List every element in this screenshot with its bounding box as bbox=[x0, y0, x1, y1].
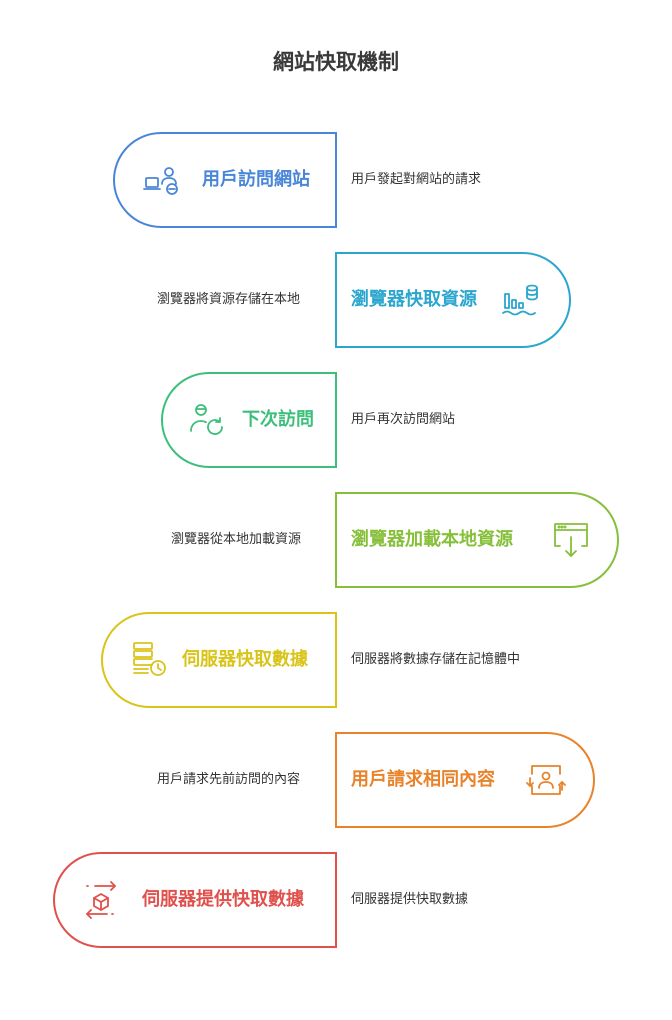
diagram-title: 網站快取機制 bbox=[273, 50, 399, 74]
step-1-box bbox=[113, 132, 337, 228]
step-2-label: 瀏覽器快取資源 bbox=[351, 289, 477, 310]
step-2-description: 瀏覽器將資源存儲在本地 bbox=[157, 292, 301, 307]
step-5-description: 伺服器將數據存儲在記憶體中 bbox=[351, 652, 521, 667]
step-3-label: 下次訪問 bbox=[242, 409, 314, 430]
step-6-label: 用戶請求相同內容 bbox=[351, 769, 495, 790]
step-1-label: 用戶訪問網站 bbox=[202, 169, 310, 190]
cube-transfer-icon bbox=[81, 880, 121, 920]
step-6-description: 用戶請求先前訪問的內容 bbox=[157, 772, 301, 787]
database-chart-icon bbox=[500, 280, 540, 320]
step-5-label: 伺服器快取數據 bbox=[182, 649, 308, 670]
user-refresh-icon bbox=[186, 401, 226, 441]
step-1-description: 用戶發起對網站的請求 bbox=[351, 172, 482, 187]
step-5-box bbox=[101, 612, 337, 708]
server-clock-icon bbox=[129, 640, 169, 680]
user-request-icon bbox=[526, 760, 566, 800]
browser-download-icon bbox=[550, 520, 590, 560]
step-3-box bbox=[161, 372, 337, 468]
step-7-label: 伺服器提供快取數據 bbox=[142, 889, 304, 910]
step-4-label: 瀏覽器加載本地資源 bbox=[351, 529, 513, 550]
step-6-box bbox=[335, 732, 595, 828]
step-7-description: 伺服器提供快取數據 bbox=[351, 892, 469, 907]
step-3-description: 用戶再次訪問網站 bbox=[351, 412, 456, 427]
step-7-box bbox=[53, 852, 337, 948]
user-device-icon bbox=[142, 162, 182, 202]
step-4-description: 瀏覽器從本地加載資源 bbox=[171, 532, 302, 547]
